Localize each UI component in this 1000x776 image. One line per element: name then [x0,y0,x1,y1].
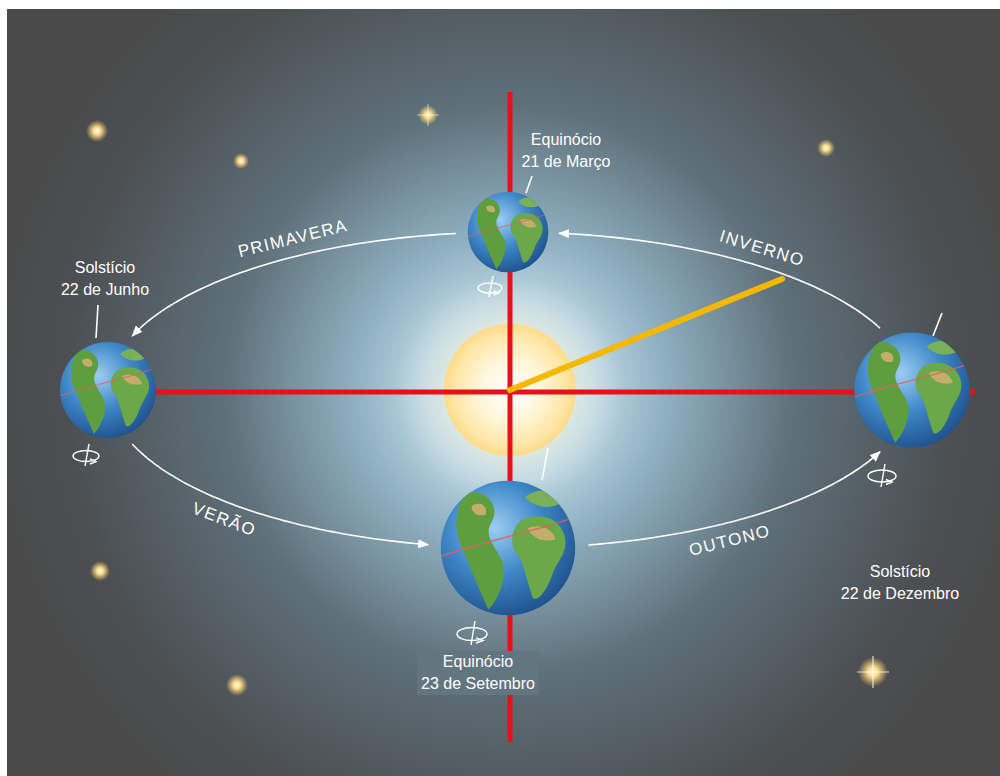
rotation-axis [471,621,475,645]
globe-illustration [58,340,158,440]
globe-land [854,341,969,443]
rotation-symbol [457,621,487,645]
star [90,561,110,581]
red-axis-line [65,390,975,395]
orbit-arrow [132,444,428,545]
axis-line [96,305,98,338]
star [817,139,835,157]
event-name: Solstício [61,257,149,279]
space-ground [7,9,1000,776]
rotation-axis [85,444,89,466]
earth-globe: Solstício22 de Junho [58,340,158,440]
continent-shape [518,198,540,208]
globe-land [60,349,156,434]
continent-shape [520,219,537,228]
axis-line [542,448,548,480]
globe-illustration [466,190,550,274]
continent-shape [82,358,92,366]
axis-line [933,313,942,336]
rotation-arrow [90,459,96,464]
globe-illustration [852,330,972,450]
globe-tropic-line [854,364,969,398]
axis-line [526,176,532,193]
stars [86,104,889,696]
date-label-block: Equinócio21 de Março [522,129,611,173]
star [86,120,108,142]
continent-shape [926,341,957,355]
rotation-arrow [476,638,483,643]
date-label-block: Solstício22 de Junho [61,257,149,301]
orange-radius-line [510,279,782,390]
globe-ocean [60,342,156,438]
continent-shape [477,198,506,269]
rotation-arrow [494,291,499,295]
rotation-axis [489,276,493,297]
continent-shape [71,350,105,434]
continent-shape [472,504,487,516]
event-date: 23 de Setembro [417,673,539,695]
event-date: 21 de Março [522,151,611,173]
rotation-symbols [73,276,896,645]
earth-globe: Equinócio21 de Março [466,190,550,274]
continent-shape [456,492,504,610]
star [226,674,248,696]
event-date: 22 de Dezembro [841,583,959,605]
globe-tropic-line [441,517,575,556]
star-sparkle [857,656,889,688]
globe-tropic-line [60,368,156,396]
rotation-symbol [868,464,896,487]
earth-globe: Solstício22 de Dezembro [852,330,972,450]
rotation-symbol [478,276,502,297]
earth-globe: Equinócio23 de Setembro [438,478,578,618]
continent-shape [525,491,561,507]
rotation-symbol [73,444,99,466]
continent-shape [486,205,495,212]
event-name: Equinócio [522,129,611,151]
star-sparkle [417,104,439,126]
star [858,657,888,687]
date-label-block: Solstício22 de Dezembro [841,561,959,605]
continent-shape [868,342,909,443]
globe-land [468,198,549,269]
globe-land [441,491,575,610]
globe-ocean [468,192,549,273]
continent-shape [881,352,893,362]
continent-shape [528,526,556,540]
event-name: Solstício [841,561,959,583]
red-axis-line [508,92,513,742]
event-date: 22 de Junho [61,279,149,301]
globe-tropic-line [468,214,549,238]
continent-shape [120,349,146,361]
axis-lines [96,176,942,480]
continent-shape [929,371,953,383]
star [233,153,249,169]
event-name: Equinócio [417,651,539,673]
globe-illustration [438,478,578,618]
date-label-block: Equinócio23 de Setembro [417,651,539,695]
rotation-arrow [886,480,892,485]
orbit-arrow [559,233,880,328]
globe-ocean [441,481,575,615]
rotation-axis [881,464,885,487]
continent-shape [122,374,142,384]
globe-ocean [854,332,969,447]
star [418,105,438,125]
